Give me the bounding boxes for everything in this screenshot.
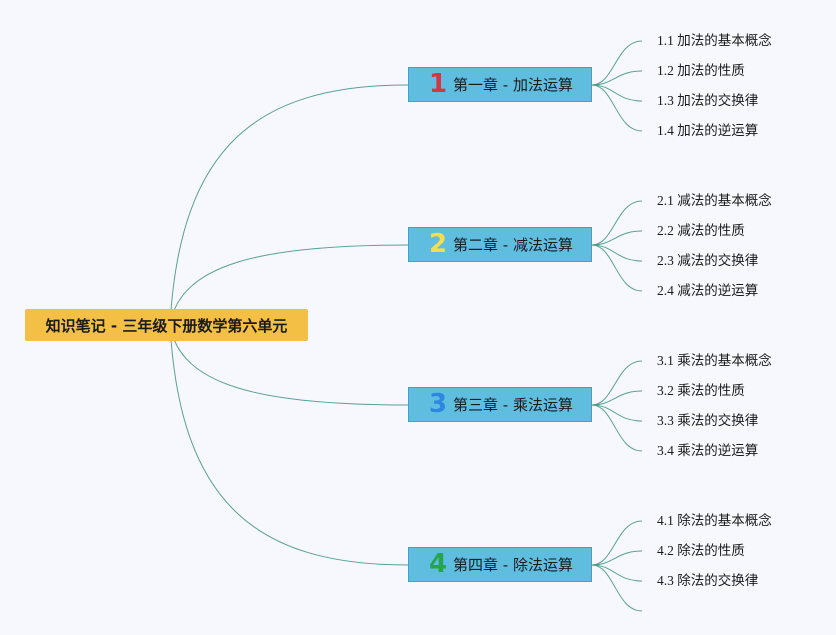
chapter-node-2[interactable]: 2 第二章 - 减法运算 (408, 227, 592, 262)
chapter-4-to-topic-3-line (591, 564, 643, 582)
chapter-number-4-icon: 4 (428, 548, 448, 579)
chapter-2-to-topic-3-line (591, 244, 643, 262)
root-to-chapter-2-line (169, 244, 409, 326)
root-label: 知识笔记 - 三年级下册数学第六单元 (45, 316, 288, 335)
chapter-label-3: 第三章 - 乘法运算 (453, 396, 573, 414)
chapter-2-to-topic-4-line (591, 244, 643, 292)
topic-1-1[interactable]: 1.1 加法的基本概念 (657, 33, 772, 48)
topic-2-4[interactable]: 2.4 减法的逆运算 (657, 283, 759, 298)
topic-3-4[interactable]: 3.4 乘法的逆运算 (657, 443, 759, 458)
topic-3-1[interactable]: 3.1 乘法的基本概念 (657, 353, 772, 368)
chapter-node-1[interactable]: 1 第一章 - 加法运算 (408, 67, 592, 102)
chapter-1-to-topic-4-line (591, 84, 643, 132)
chapter-3-to-topic-1-line (591, 360, 643, 406)
chapter-label-1: 第一章 - 加法运算 (453, 76, 573, 94)
chapter-2-to-topic-2-line (591, 230, 643, 246)
topic-1-4[interactable]: 1.4 加法的逆运算 (657, 123, 759, 138)
topic-4-1[interactable]: 4.1 除法的基本概念 (657, 513, 772, 528)
chapter-3-to-topic-3-line (591, 404, 643, 422)
chapter-2-to-topic-1-line (591, 200, 643, 246)
topic-1-3[interactable]: 1.3 加法的交换律 (657, 93, 759, 108)
chapter-node-3[interactable]: 3 第三章 - 乘法运算 (408, 387, 592, 422)
topic-4-3[interactable]: 4.3 除法的交换律 (657, 573, 759, 588)
chapter-1-to-topic-1-line (591, 40, 643, 86)
root-node[interactable]: 知识笔记 - 三年级下册数学第六单元 (25, 309, 308, 341)
root-to-chapter-4-line (169, 324, 409, 566)
chapter-3-to-topic-4-line (591, 404, 643, 452)
topic-2-2[interactable]: 2.2 减法的性质 (657, 223, 745, 238)
topic-4-2[interactable]: 4.2 除法的性质 (657, 543, 745, 558)
chapter-4-to-topic-2-line (591, 550, 643, 566)
chapter-1-to-topic-2-line (591, 70, 643, 86)
root-to-chapter-1-line (169, 84, 409, 326)
chapter-label-2: 第二章 - 减法运算 (453, 236, 573, 254)
topic-1-2[interactable]: 1.2 加法的性质 (657, 63, 745, 78)
chapter-4-to-topic-4-line (591, 564, 643, 612)
chapter-number-3-icon: 3 (428, 388, 448, 419)
chapter-1-to-topic-3-line (591, 84, 643, 102)
chapter-4-to-topic-1-line (591, 520, 643, 566)
root-to-chapter-3-line (169, 324, 409, 406)
chapter-node-4[interactable]: 4 第四章 - 除法运算 (408, 547, 592, 582)
topic-2-3[interactable]: 2.3 减法的交换律 (657, 253, 759, 268)
chapter-number-1-icon: 1 (428, 68, 448, 99)
chapter-3-to-topic-2-line (591, 390, 643, 406)
chapter-number-2-icon: 2 (428, 228, 448, 259)
topic-3-3[interactable]: 3.3 乘法的交换律 (657, 413, 759, 428)
topic-2-1[interactable]: 2.1 减法的基本概念 (657, 193, 772, 208)
chapter-label-4: 第四章 - 除法运算 (453, 556, 573, 574)
topic-3-2[interactable]: 3.2 乘法的性质 (657, 383, 745, 398)
